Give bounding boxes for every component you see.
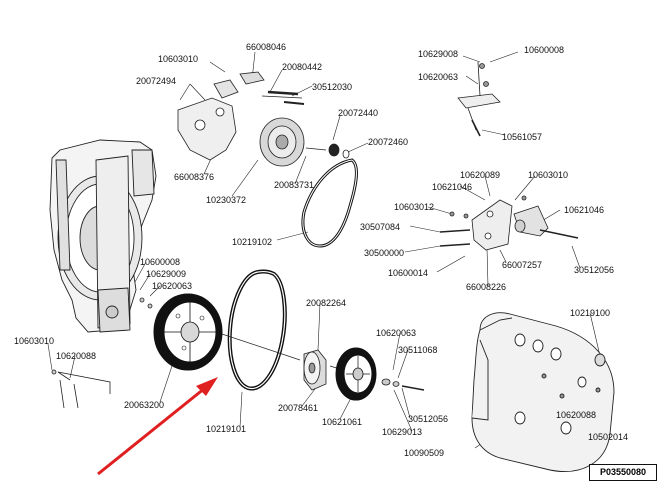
part-label: 10600008	[524, 45, 565, 55]
part-label: 30512056	[408, 414, 449, 424]
part-label: 10629008	[418, 49, 459, 59]
part-label: 10219101	[206, 424, 247, 434]
part-label: 10603012	[394, 202, 435, 212]
part-label: 10620063	[418, 72, 459, 82]
part-label: 10219102	[232, 237, 273, 247]
part-label: 20083731	[274, 180, 315, 190]
part-label: 66008046	[246, 42, 287, 52]
part-label: 10230372	[206, 195, 247, 205]
part-label: 30512030	[312, 82, 353, 92]
part-label: 20063200	[124, 400, 165, 410]
part-label: 66007257	[502, 260, 543, 270]
part-label: 10620088	[556, 410, 597, 420]
part-label: 10219100	[570, 308, 611, 318]
part-label: 20072494	[136, 76, 177, 86]
part-label: 10620089	[460, 170, 501, 180]
fasteners	[51, 297, 425, 391]
part-label: 10620063	[376, 328, 417, 338]
upper-belt	[301, 158, 358, 248]
part-label: 10090509	[404, 448, 445, 458]
lower-belt	[227, 269, 287, 391]
idler-assembly	[439, 195, 579, 251]
part-label: 10600014	[388, 268, 429, 278]
part-label: 30512056	[574, 265, 615, 275]
belt-guard	[471, 312, 615, 472]
part-label: 66008226	[466, 282, 507, 292]
drive-shaft	[221, 333, 351, 373]
part-label: 20082264	[306, 298, 347, 308]
part-label: 20072440	[338, 108, 379, 118]
hub	[303, 349, 327, 391]
part-label: 10603010	[528, 170, 569, 180]
part-label: 10621046	[564, 205, 605, 215]
part-label: 10561057	[502, 132, 543, 142]
frame-brace	[57, 371, 111, 409]
large-pulley	[153, 293, 223, 371]
red-pointer-arrow	[97, 377, 218, 476]
part-label: 10603010	[158, 54, 199, 64]
part-label: 10600008	[140, 257, 181, 267]
part-label: 20080442	[282, 62, 323, 72]
part-label: 20072460	[368, 137, 409, 147]
part-label: 10502014	[588, 432, 629, 442]
part-label: 20078461	[278, 403, 319, 413]
part-label: 66008376	[174, 172, 215, 182]
part-label: 10621046	[432, 182, 473, 192]
part-label: 30507084	[360, 222, 401, 232]
part-label: 30500000	[364, 248, 405, 258]
part-label: 30511068	[398, 345, 438, 355]
tensioner-bracket	[177, 71, 305, 161]
gear-pulley	[259, 117, 350, 167]
engine-housing	[49, 139, 157, 333]
part-label: 10629009	[146, 269, 187, 279]
part-label: 10603010	[14, 336, 55, 346]
small-pulley	[335, 347, 377, 401]
part-label: 10620063	[152, 281, 193, 291]
part-label: 10620088	[56, 351, 97, 361]
drawing-reference: P03550080	[589, 464, 657, 481]
part-label: 10621061	[322, 417, 363, 427]
part-label: 10629013	[382, 427, 423, 437]
idler-bracket	[457, 61, 501, 137]
